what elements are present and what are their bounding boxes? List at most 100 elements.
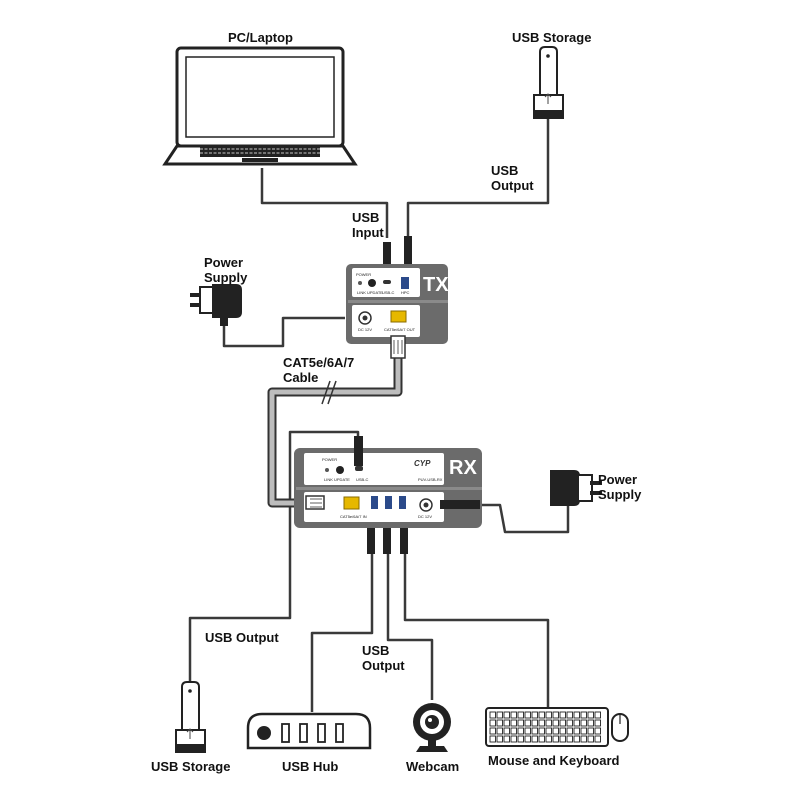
keyboard-key: [524, 735, 531, 743]
keyboard-key: [510, 719, 517, 727]
keyboard-key: [580, 711, 587, 719]
usb-hub-cable: [310, 552, 374, 712]
keyboard-key: [517, 711, 524, 719]
keyboard-key: [517, 719, 524, 727]
keyboard-key: [573, 711, 580, 719]
svg-text:CAT5e/6A/7 OUT: CAT5e/6A/7 OUT: [384, 327, 416, 332]
usb-storage-top-icon: [533, 46, 564, 119]
keyboard-key: [524, 719, 531, 727]
label-power-supply-right: Power Supply: [598, 472, 642, 502]
cat-cable: [267, 358, 403, 508]
svg-text:HPC: HPC: [401, 290, 410, 295]
power-cable-right: [480, 503, 570, 534]
keyboard-key: [489, 719, 496, 727]
label-usb-output-left: USB Output: [205, 630, 279, 645]
keyboard-key: [587, 727, 594, 735]
keyboard-key: [594, 711, 601, 719]
rx-model: PUV-USB-RX: [418, 477, 443, 482]
keyboard-key: [552, 711, 559, 719]
keyboard-key: [496, 719, 503, 727]
keyboard-key: [594, 719, 601, 727]
keyboard-key: [496, 727, 503, 735]
keyboard-key: [503, 711, 510, 719]
laptop-icon: [162, 46, 358, 166]
svg-text:CAT5e/6A/7 IN: CAT5e/6A/7 IN: [340, 514, 367, 519]
tx-title: TX: [423, 274, 449, 296]
keyboard-key: [587, 735, 594, 743]
keyboard-key: [510, 711, 517, 719]
keyboard-key: [580, 727, 587, 735]
keyboard-key: [552, 727, 559, 735]
keyboard-key: [503, 727, 510, 735]
mouse-icon: [611, 713, 629, 742]
usb-hub-icon: [246, 712, 372, 750]
keyboard-key: [510, 727, 517, 735]
keyboard-key: [538, 719, 545, 727]
keyboard-key: [538, 711, 545, 719]
usb-input-cable: [260, 168, 389, 238]
keyboard-key: [538, 735, 545, 743]
keyboard-key: [545, 711, 552, 719]
cables: [188, 118, 570, 712]
label-mouse-keyboard: Mouse and Keyboard: [488, 753, 620, 768]
keyboard-key: [538, 727, 545, 735]
power-supply-left-icon: [190, 284, 242, 326]
keyboard-key: [517, 735, 524, 743]
keyboard-key: [566, 711, 573, 719]
keyboard-key: [524, 727, 531, 735]
keyboard-key: [489, 711, 496, 719]
label-usb-output-mid: USB Output: [362, 643, 405, 673]
keyboard-key: [566, 727, 573, 735]
keyboard-key: [531, 711, 538, 719]
keyboard-key: [545, 727, 552, 735]
keyboard-key: [503, 719, 510, 727]
keyboard-icon: [485, 707, 609, 747]
svg-text:POWER: POWER: [356, 272, 371, 277]
keyboard-key: [566, 735, 573, 743]
keyboard-key: [489, 727, 496, 735]
svg-text:DC 12V: DC 12V: [358, 327, 372, 332]
label-cat-cable: CAT5e/6A/7 Cable: [283, 355, 355, 385]
label-usb-input: USB Input: [352, 210, 384, 240]
keyboard-key: [573, 719, 580, 727]
webcam-cable: [386, 552, 434, 700]
svg-text:LINK UPDATE: LINK UPDATE: [357, 290, 383, 295]
keyboard-key: [517, 727, 524, 735]
keyboard-key: [559, 735, 566, 743]
keyboard-key: [559, 711, 566, 719]
label-pc-laptop: PC/Laptop: [228, 30, 293, 45]
webcam-icon: [413, 703, 451, 752]
svg-text:POWER: POWER: [322, 457, 337, 462]
keyboard-key: [587, 719, 594, 727]
keyboard-key: [496, 735, 503, 743]
label-usb-output-top: USB Output: [491, 163, 534, 193]
keyboard-key: [531, 735, 538, 743]
tx-device: POWER LINK UPDATE USB-C HPC DC 12V CAT5e…: [346, 236, 448, 359]
keyboard-key: [594, 735, 601, 743]
keyboard-key: [566, 719, 573, 727]
keyboard-key: [580, 735, 587, 743]
keyboard-key: [545, 735, 552, 743]
keyboard-key: [531, 719, 538, 727]
keyboard-cable: [403, 552, 550, 708]
keyboard-key: [524, 711, 531, 719]
keyboard-key: [573, 735, 580, 743]
rx-device: POWER LINK UPDATE USB-C CYP PUV-USB-RX C…: [294, 436, 482, 554]
power-cable-left: [222, 316, 345, 348]
keyboard-key: [594, 727, 601, 735]
power-supply-right-icon: [550, 470, 602, 506]
label-webcam: Webcam: [406, 759, 460, 774]
usb-storage-bottom-icon: [175, 681, 206, 753]
keyboard-key: [587, 711, 594, 719]
label-usb-hub: USB Hub: [282, 759, 339, 774]
keyboard-key: [496, 711, 503, 719]
label-power-supply-left: Power Supply: [204, 255, 248, 285]
keyboard-key: [559, 719, 566, 727]
svg-text:USB-C: USB-C: [382, 290, 395, 295]
keyboard-key: [545, 719, 552, 727]
keyboard-key: [510, 735, 517, 743]
svg-text:DC 12V: DC 12V: [418, 514, 432, 519]
rx-brand: CYP: [414, 459, 431, 468]
